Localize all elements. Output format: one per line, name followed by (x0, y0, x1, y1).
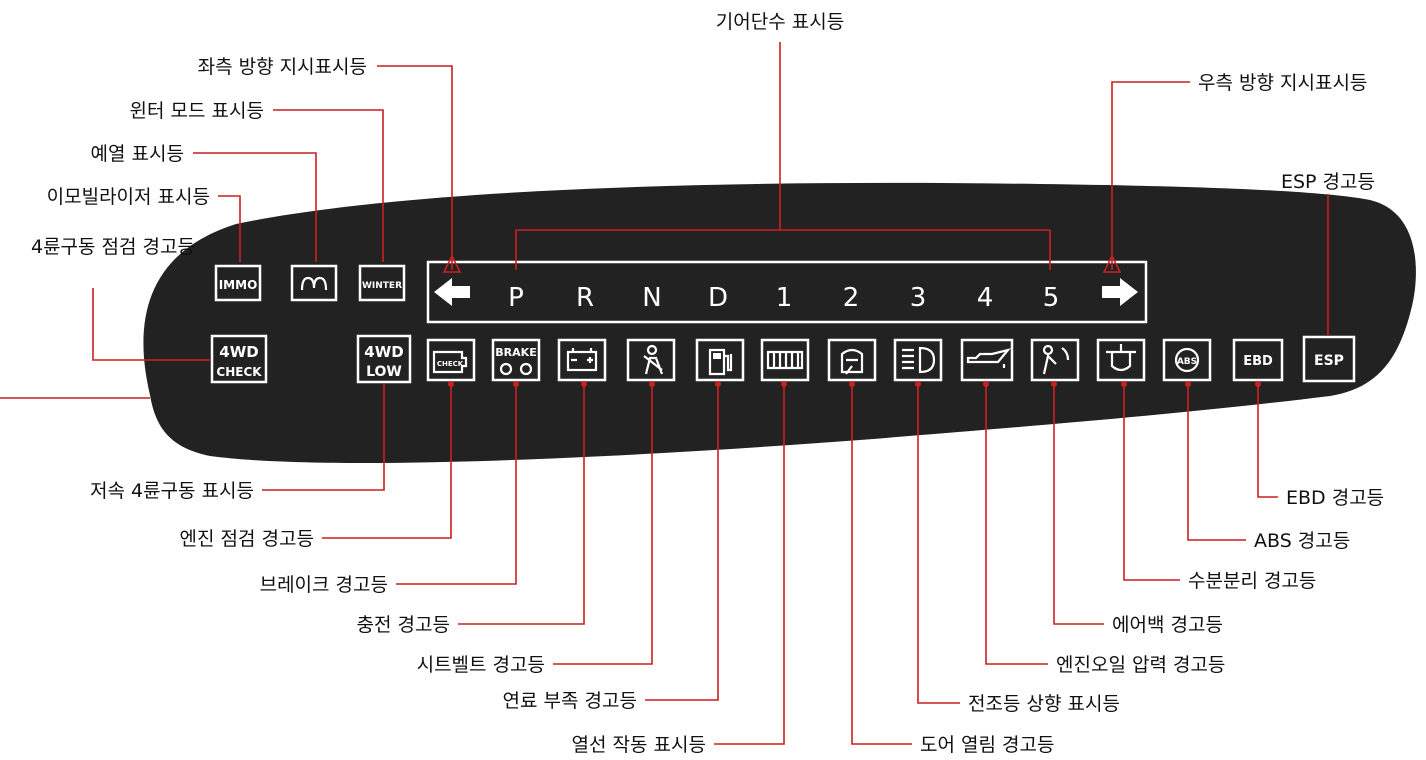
label-esp: ESP 경고등 (1281, 171, 1375, 193)
four-wd-check-icon: 4WD CHECK (210, 334, 268, 384)
label-charging: 충전 경고등 (357, 614, 450, 636)
svg-text:ESP: ESP (1314, 353, 1344, 369)
rear-defrost-icon (760, 338, 810, 382)
label-right-turn: 우측 방향 지시표시등 (1198, 72, 1367, 94)
svg-text:4WD: 4WD (364, 343, 403, 361)
high-beam-icon (893, 338, 943, 382)
svg-text:LOW: LOW (366, 364, 402, 380)
label-glow-plug: 예열 표시등 (91, 143, 184, 165)
immobilizer-icon: IMMO (214, 264, 262, 302)
oil-pressure-icon (960, 338, 1014, 382)
door-open-icon (827, 338, 877, 382)
gear-5: 5 (1043, 283, 1060, 313)
fuel-icon (695, 338, 745, 382)
battery-icon (557, 338, 607, 382)
svg-text:WINTER: WINTER (362, 281, 402, 291)
label-airbag: 에어백 경고등 (1112, 614, 1223, 636)
svg-text:IMMO: IMMO (219, 278, 258, 292)
label-rear-defrost: 열선 작동 표시등 (572, 734, 706, 756)
label-ebd: EBD 경고등 (1286, 487, 1384, 509)
winter-mode-icon: WINTER (358, 264, 406, 302)
label-gear-indicator: 기어단수 표시등 (716, 11, 844, 33)
abs-icon: ABS (1162, 338, 1212, 382)
svg-text:CHECK: CHECK (216, 365, 262, 379)
label-abs: ABS 경고등 (1254, 530, 1350, 552)
esp-icon: ESP (1302, 335, 1356, 383)
gear-2: 2 (843, 283, 860, 313)
airbag-icon (1030, 338, 1080, 382)
label-brake: 브레이크 경고등 (260, 574, 388, 596)
label-four-wd-check: 4륜구동 점검 경고등 (31, 236, 195, 258)
seatbelt-icon (626, 338, 676, 382)
label-high-beam: 전조등 상향 표시등 (968, 693, 1120, 715)
left-turn-arrow-icon (434, 278, 470, 306)
label-left-turn: 좌측 방향 지시표시등 (198, 56, 367, 78)
gear-4: 4 (977, 283, 994, 313)
label-water-separator: 수분분리 경고등 (1188, 570, 1316, 592)
svg-text:4WD: 4WD (219, 343, 258, 361)
label-seatbelt: 시트벨트 경고등 (417, 654, 545, 676)
svg-text:BRAKE: BRAKE (495, 346, 536, 359)
ebd-icon: EBD (1232, 338, 1284, 382)
svg-text:ABS: ABS (1177, 357, 1197, 367)
gear-n: N (642, 283, 661, 313)
label-engine-check: 엔진 점검 경고등 (180, 528, 314, 550)
right-turn-arrow-icon (1102, 278, 1138, 306)
label-immobilizer: 이모빌라이저 표시등 (47, 186, 210, 208)
engine-check-icon: CHECK (426, 338, 476, 382)
label-door-open: 도어 열림 경고등 (920, 734, 1054, 756)
label-winter-mode: 윈터 모드 표시등 (130, 100, 264, 122)
glow-plug-icon (290, 264, 338, 302)
label-fuel-low: 연료 부족 경고등 (503, 690, 637, 712)
svg-text:CHECK: CHECK (437, 360, 464, 368)
gear-3: 3 (910, 283, 927, 313)
label-oil-pressure: 엔진오일 압력 경고등 (1056, 654, 1225, 676)
brake-icon: BRAKE (491, 338, 541, 382)
label-four-wd-low: 저속 4륜구동 표시등 (90, 480, 254, 502)
four-wd-low-icon: 4WD LOW (356, 334, 412, 384)
leader-lines (0, 42, 1329, 745)
gear-p: P (508, 283, 524, 313)
water-separator-icon (1096, 338, 1146, 382)
gear-1: 1 (776, 283, 793, 313)
svg-text:EBD: EBD (1243, 354, 1273, 369)
gear-r: R (576, 283, 594, 313)
gear-d: D (708, 283, 728, 313)
gear-indicator-frame (426, 260, 1148, 324)
